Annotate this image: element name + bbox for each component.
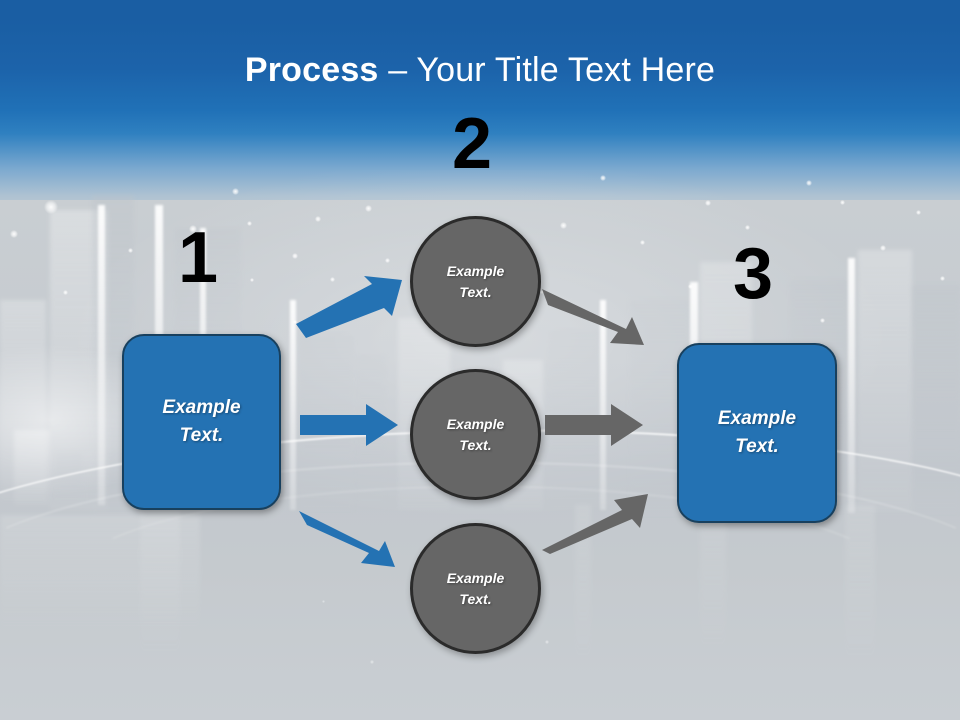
star-dot <box>63 290 68 295</box>
star-dot <box>640 240 645 245</box>
title-rest-part: – Your Title Text Here <box>378 51 716 89</box>
stage-1-box[interactable]: Example Text. <box>122 334 281 510</box>
floor-streak-1 <box>0 515 200 635</box>
slide-title: Process – Your Title Text Here <box>0 50 960 90</box>
stage-2-circle-bottom-line1: Example <box>446 570 505 587</box>
stage-3-box[interactable]: Example Text. <box>677 343 837 523</box>
stage-3-box-line1: Example <box>717 408 797 430</box>
stage-2-circle-middle-line1: Example <box>446 416 505 433</box>
star-dot <box>370 660 374 664</box>
stage-2-circle-top-line1: Example <box>446 263 505 280</box>
stage-2-circle-middle-line2: Text. <box>459 436 492 453</box>
stage-2-circle-top-label: Example Text. <box>447 261 505 302</box>
star-dot <box>880 245 886 251</box>
step-number-2: 2 <box>451 104 493 184</box>
star-dot <box>705 200 711 206</box>
arrow-up-right-gray <box>542 492 654 554</box>
star-dot <box>688 284 693 289</box>
star-dot <box>315 216 321 222</box>
star-dot <box>44 200 58 214</box>
star-dot <box>806 180 812 186</box>
star-dot <box>560 222 567 229</box>
stage-2-circle-bottom-label: Example Text. <box>447 568 505 609</box>
stage-3-box-label: Example Text. <box>718 405 796 460</box>
title-bold-part: Process <box>244 51 379 89</box>
star-dot <box>293 320 297 324</box>
floor-streak-2 <box>140 510 180 660</box>
star-dot <box>545 640 549 644</box>
star-dot <box>232 188 239 195</box>
arrow-right-blue <box>300 404 398 446</box>
star-dot <box>820 318 825 323</box>
stage-1-box-line2: Text. <box>179 425 224 446</box>
stage-2-circle-top[interactable]: Example Text. <box>410 216 541 347</box>
arrow-right-gray <box>545 404 643 446</box>
star-dot <box>840 200 845 205</box>
floor-streak-4 <box>700 505 726 655</box>
stage-1-box-line1: Example <box>162 397 241 419</box>
star-dot <box>10 230 18 238</box>
star-dot <box>385 258 390 263</box>
star-dot <box>540 290 544 294</box>
stage-3-box-line2: Text. <box>735 436 779 457</box>
star-dot <box>247 221 252 226</box>
star-dot <box>600 175 606 181</box>
sky-gradient-background <box>0 0 960 230</box>
arrow-down-right-blue <box>299 505 405 567</box>
star-dot <box>250 278 254 282</box>
step-number-1: 1 <box>177 218 219 298</box>
star-dot <box>330 277 335 282</box>
star-dot <box>189 225 197 233</box>
stage-2-circle-middle-label: Example Text. <box>447 414 505 455</box>
floor-streak-5 <box>845 505 875 665</box>
star-dot <box>745 225 750 230</box>
star-dot <box>322 600 325 603</box>
arrow-up-right-blue <box>296 276 402 338</box>
floor-streak-3 <box>575 505 591 665</box>
step-number-3: 3 <box>732 234 774 314</box>
stage-2-circle-bottom-line2: Text. <box>459 590 492 607</box>
stage-1-box-label: Example Text. <box>162 394 240 449</box>
stage-2-circle-bottom[interactable]: Example Text. <box>410 523 541 654</box>
star-dot <box>365 205 372 212</box>
arrow-down-right-gray <box>542 285 654 347</box>
stage-2-circle-middle[interactable]: Example Text. <box>410 369 541 500</box>
stage-2-circle-top-line2: Text. <box>459 283 492 300</box>
star-dot <box>292 253 298 259</box>
star-dot <box>916 210 921 215</box>
star-dot <box>940 276 945 281</box>
star-dot <box>128 248 133 253</box>
